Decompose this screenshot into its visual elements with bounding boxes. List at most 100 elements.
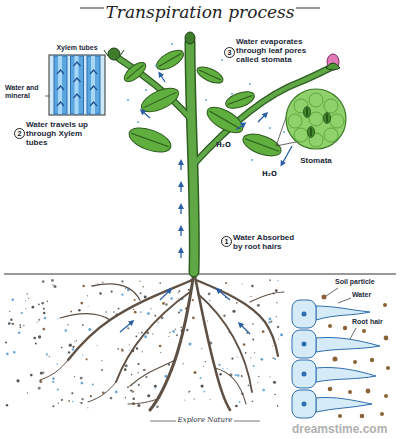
vapor-dots <box>251 159 253 161</box>
soil-dots <box>25 300 26 301</box>
soil-dots <box>231 358 233 360</box>
soil-dots <box>5 341 7 343</box>
soil-dots <box>23 325 25 327</box>
root-hair-inset <box>302 402 307 407</box>
roots <box>92 284 140 300</box>
vapor-dots <box>205 99 207 101</box>
root-hair-inset <box>316 367 376 382</box>
soil-dots <box>140 311 142 313</box>
vapor-dots <box>283 131 285 133</box>
buds <box>185 32 195 44</box>
soil-dots <box>219 373 222 376</box>
soil-dots <box>144 335 147 338</box>
soil-dots <box>277 326 280 329</box>
soil-dots <box>250 357 251 358</box>
soil-dots <box>269 279 271 281</box>
soil-dots <box>140 292 142 294</box>
soil-dots <box>274 394 276 396</box>
soil-dots <box>5 279 283 408</box>
soil-dots <box>138 333 139 334</box>
root-hair-inset <box>292 360 316 388</box>
soil-dots <box>82 324 84 326</box>
soil-dots <box>131 374 133 376</box>
soil-dots <box>12 299 15 302</box>
title-rules <box>296 8 320 9</box>
root-hair-inset <box>360 414 365 419</box>
soil-dots <box>12 323 14 325</box>
soil-dots <box>19 324 21 326</box>
leaves <box>127 65 144 79</box>
soil-dots <box>186 329 189 332</box>
soil-dots <box>6 353 9 356</box>
vapor-dots <box>221 59 223 61</box>
root-hair-inset <box>292 330 316 358</box>
soil-dots <box>159 282 161 284</box>
soil-dots <box>236 302 238 304</box>
soil-dots <box>178 298 179 299</box>
soil-dots <box>133 309 135 311</box>
soil-dots <box>27 392 28 393</box>
soil-dots <box>30 374 33 377</box>
soil-dots <box>72 348 74 350</box>
soil-dots <box>80 402 81 403</box>
soil-dots <box>278 339 279 340</box>
leaf-cells <box>327 114 328 122</box>
soil-dots <box>144 296 147 299</box>
leader-lines <box>338 298 351 303</box>
water-arrows <box>236 124 244 130</box>
xylem-tubes <box>54 56 67 114</box>
root-hair-inset <box>343 326 347 330</box>
soil-dots <box>235 405 238 408</box>
soil-dots <box>134 299 136 301</box>
brand-note: Explore Nature <box>178 416 233 424</box>
soil-dots <box>65 329 68 332</box>
soil-dots <box>47 301 49 303</box>
soil-dots <box>243 343 246 346</box>
soil-dots <box>258 376 259 377</box>
soil-dots <box>124 368 127 371</box>
leaf-cells <box>330 114 344 128</box>
soil-dots <box>33 337 36 340</box>
vapor-dots <box>137 121 139 123</box>
leaf-cells <box>324 113 331 124</box>
soil-dots <box>87 407 88 408</box>
water-arrows <box>180 162 181 170</box>
root-hair-inset <box>348 390 352 394</box>
soil-dots <box>159 345 162 348</box>
soil-dots <box>52 381 54 383</box>
roots <box>215 368 246 404</box>
soil-dots <box>115 391 118 394</box>
soil-dots <box>184 400 185 401</box>
root-hair-inset <box>362 329 366 333</box>
soil-dots <box>80 377 83 380</box>
soil-dots <box>276 302 277 303</box>
xylem-tubes <box>49 55 105 115</box>
leaves <box>121 59 149 85</box>
root-hair-inset <box>383 303 387 307</box>
root-hair-inset <box>302 342 307 347</box>
root-hair-inset <box>316 397 372 412</box>
leaf-cells <box>288 114 302 128</box>
soil-dots <box>125 288 126 289</box>
leaves <box>195 64 225 87</box>
soil-dots <box>121 280 123 282</box>
soil-dots <box>192 299 194 301</box>
soil-dots <box>178 312 180 314</box>
vapor-dots <box>171 43 173 45</box>
soil-dots <box>139 281 140 282</box>
soil-dots <box>209 399 210 400</box>
xylem-tubes <box>74 94 81 98</box>
soil-dots <box>57 318 58 319</box>
buds <box>104 32 340 70</box>
roots <box>198 294 252 392</box>
leaf-cells <box>304 107 331 138</box>
leaf-cells <box>309 93 323 107</box>
root-hair-inset <box>292 295 390 419</box>
leaves <box>138 83 182 116</box>
part-label: Root hair <box>352 318 383 326</box>
soil-dots <box>38 387 41 390</box>
soil-dots <box>121 349 123 351</box>
soil-dots <box>280 333 283 336</box>
soil-dots <box>101 360 102 361</box>
roots <box>68 280 192 360</box>
